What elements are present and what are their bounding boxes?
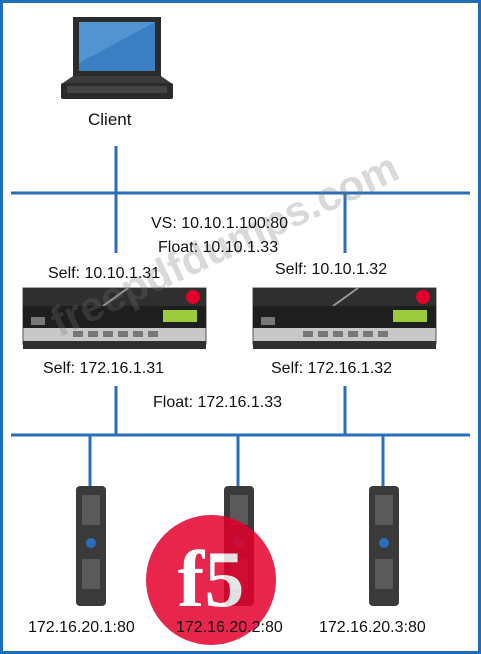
network-diagram-graphics: f5 [11,17,470,645]
server-1-icon [76,486,106,606]
svg-text:f5: f5 [178,536,245,624]
internal-self-right-label: Self: 172.16.1.32 [271,360,392,377]
server-1-label: 172.16.20.1:80 [28,619,135,636]
external-self-right-label: Self: 10.10.1.32 [275,261,388,278]
internal-self-left-label: Self: 172.16.1.31 [43,360,164,377]
external-float-label: Float: 10.10.1.33 [158,239,279,256]
server-2-label: 172.16.20.2:80 [176,619,283,636]
external-self-left-label: Self: 10.10.1.31 [48,265,161,282]
internal-float-label: Float: 172.16.1.33 [153,394,282,411]
vs-address-label: VS: 10.10.1.100:80 [151,215,288,232]
big-ip-left-icon [22,287,207,349]
server-3-label: 172.16.20.3:80 [319,619,426,636]
client-label: Client [88,110,132,129]
server-3-icon [369,486,399,606]
laptop-icon [61,17,173,99]
big-ip-right-icon [252,287,437,349]
f5-logo: f5 [146,515,276,645]
